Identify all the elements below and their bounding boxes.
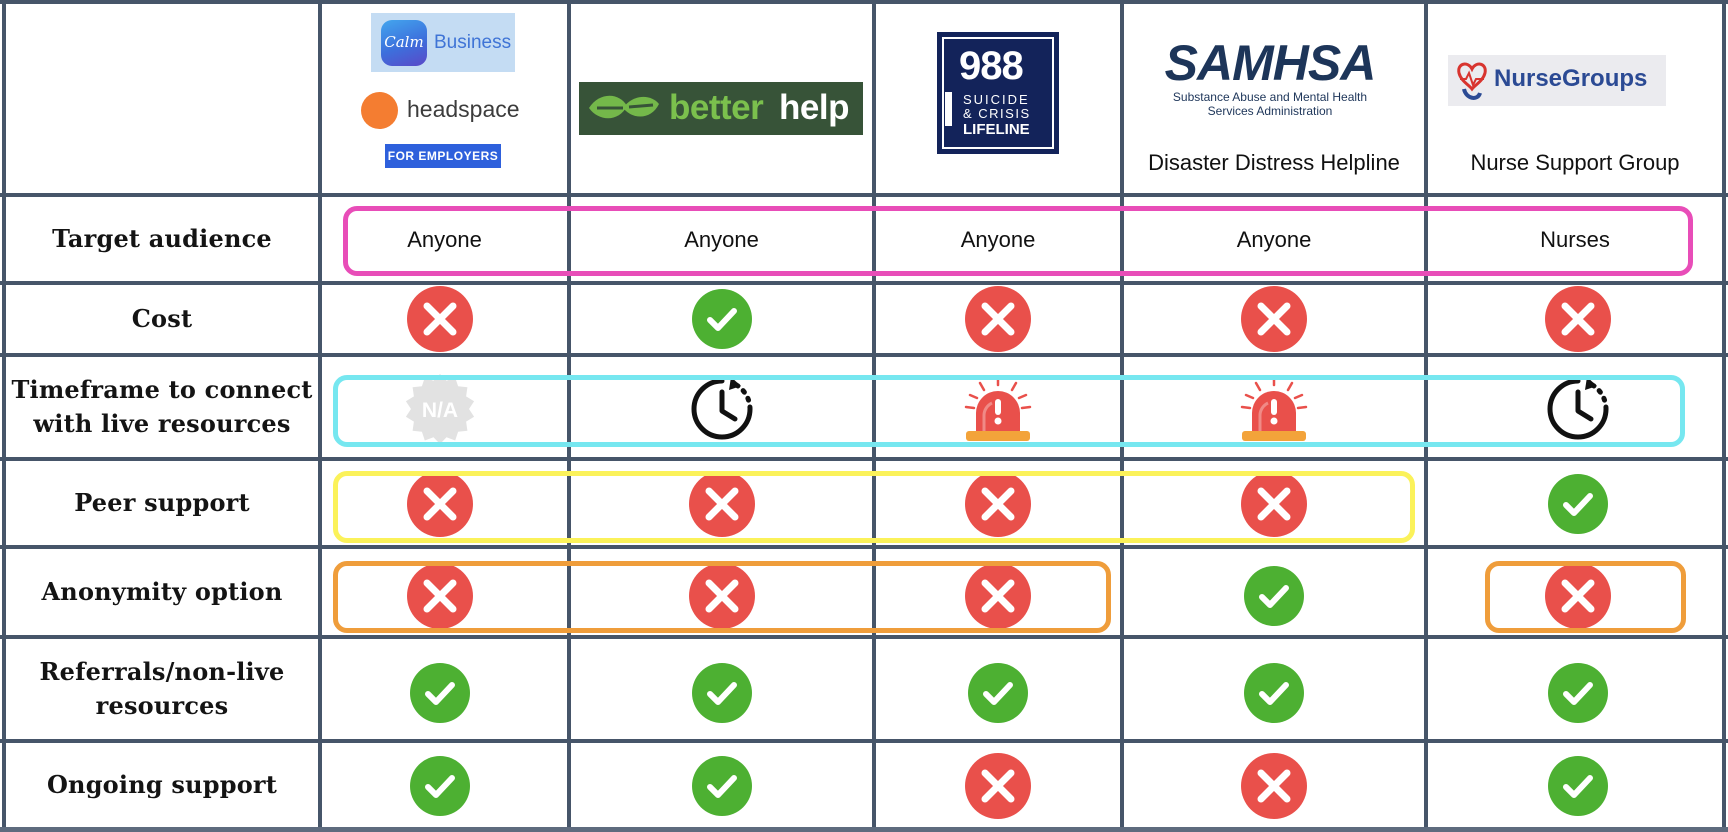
highlight-anonymity-nurse xyxy=(1485,561,1686,633)
grid-line xyxy=(872,0,876,832)
grid-line xyxy=(1424,0,1428,832)
x-mark-icon xyxy=(1545,286,1611,352)
row-label-target-audience: Target audience xyxy=(52,224,272,253)
checkmark-icon xyxy=(1548,663,1608,723)
clock-icon xyxy=(1545,376,1611,442)
calm-app-icon: Calm xyxy=(381,20,427,66)
988-inner-border xyxy=(942,37,1054,149)
grid-line xyxy=(0,353,1728,357)
grid-line xyxy=(1120,0,1124,832)
highlight-peer-support xyxy=(333,471,1415,543)
988-number: 988 xyxy=(959,44,1024,88)
x-mark-icon xyxy=(965,471,1031,537)
x-mark-icon xyxy=(689,471,755,537)
988-left-bar xyxy=(945,92,952,126)
alarm-siren-icon xyxy=(962,375,1034,443)
988-line2: & CRISIS xyxy=(963,106,1031,121)
grid-line xyxy=(0,0,1728,4)
calm-business-text: Business xyxy=(434,32,512,53)
calm-mark-text: Calm xyxy=(384,33,424,51)
row-label-timeframe: Timeframe to connect with live resources xyxy=(11,375,313,438)
nurse-heart-icon xyxy=(1457,62,1487,100)
grid-line xyxy=(0,827,1728,832)
grid-line xyxy=(0,457,1728,461)
betterhelp-help-text: help xyxy=(779,88,849,127)
checkmark-icon xyxy=(1548,756,1608,816)
highlight-anonymity xyxy=(333,561,1111,633)
checkmark-icon xyxy=(692,289,752,349)
audience-value: Anyone xyxy=(684,227,759,252)
betterhelp-leaf-icon xyxy=(589,95,659,119)
nursegroups-wordmark: NurseGroups xyxy=(1494,65,1648,92)
row-label-referrals: Referrals/non-live resources xyxy=(39,657,285,720)
highlight-timeframe xyxy=(333,375,1685,447)
grid-line xyxy=(0,739,1728,743)
grid-line xyxy=(2,0,6,832)
988-lifeline-logo: 988 SUICIDE & CRISIS LIFELINE xyxy=(937,32,1059,154)
x-mark-icon xyxy=(1241,753,1307,819)
nursegroups-logo: NurseGroups xyxy=(1448,55,1666,106)
samhsa-caption: Disaster Distress Helpline xyxy=(1148,150,1400,175)
alarm-siren-icon xyxy=(1238,375,1310,443)
grid-line xyxy=(0,193,1728,197)
checkmark-icon xyxy=(1244,663,1304,723)
x-mark-icon xyxy=(1241,471,1307,537)
grid-line xyxy=(1722,0,1726,832)
samhsa-logo: SAMHSA Substance Abuse and Mental Health… xyxy=(1150,36,1390,120)
audience-value: Anyone xyxy=(1236,227,1312,252)
headspace-text: headspace xyxy=(407,96,520,122)
headspace-dot-icon xyxy=(361,92,398,129)
x-mark-icon xyxy=(965,286,1031,352)
nursegroups-caption: Nurse Support Group xyxy=(1470,150,1680,175)
checkmark-icon xyxy=(692,756,752,816)
calm-business-logo: Calm Business xyxy=(371,13,515,72)
samhsa-sub1: Substance Abuse and Mental Health xyxy=(1172,90,1368,104)
audience-value: Anyone xyxy=(407,227,482,252)
checkmark-icon xyxy=(968,663,1028,723)
checkmark-icon xyxy=(1244,566,1304,626)
row-label-ongoing: Ongoing support xyxy=(46,770,278,799)
for-employers-badge: FOR EMPLOYERS xyxy=(385,144,501,168)
988-line3: LIFELINE xyxy=(963,121,1030,138)
row-label-peer-support: Peer support xyxy=(74,488,250,517)
svg-text:N/A: N/A xyxy=(422,399,458,422)
grid-line xyxy=(567,0,571,832)
row-label-cost: Cost xyxy=(131,304,193,333)
samhsa-sub2: Services Administration xyxy=(1207,104,1333,118)
x-mark-icon xyxy=(407,563,473,629)
x-mark-icon xyxy=(1545,563,1611,629)
betterhelp-better-text: better xyxy=(669,88,764,127)
checkmark-icon xyxy=(410,756,470,816)
audience-value: Nurses xyxy=(1540,227,1610,252)
checkmark-icon xyxy=(692,663,752,723)
grid-line xyxy=(0,545,1728,549)
x-mark-icon xyxy=(965,563,1031,629)
checkmark-icon xyxy=(1548,474,1608,534)
grid-line xyxy=(0,635,1728,639)
clock-icon xyxy=(689,376,755,442)
row-label-anonymity: Anonymity option xyxy=(41,577,283,606)
x-mark-icon xyxy=(407,471,473,537)
grid-line xyxy=(318,0,322,832)
betterhelp-logo: better help xyxy=(579,82,863,135)
headspace-logo: headspace xyxy=(361,90,521,130)
x-mark-icon xyxy=(407,286,473,352)
grid-line xyxy=(0,281,1728,285)
audience-value: Anyone xyxy=(960,227,1036,252)
for-employers-text: FOR EMPLOYERS xyxy=(387,149,499,163)
samhsa-wordmark: SAMHSA xyxy=(1164,35,1377,91)
highlight-target-audience xyxy=(343,206,1693,276)
x-mark-icon xyxy=(965,753,1031,819)
x-mark-icon xyxy=(1241,286,1307,352)
x-mark-icon xyxy=(689,563,755,629)
na-badge-icon: N/A xyxy=(404,373,476,445)
988-line1: SUICIDE xyxy=(963,92,1030,107)
checkmark-icon xyxy=(410,663,470,723)
